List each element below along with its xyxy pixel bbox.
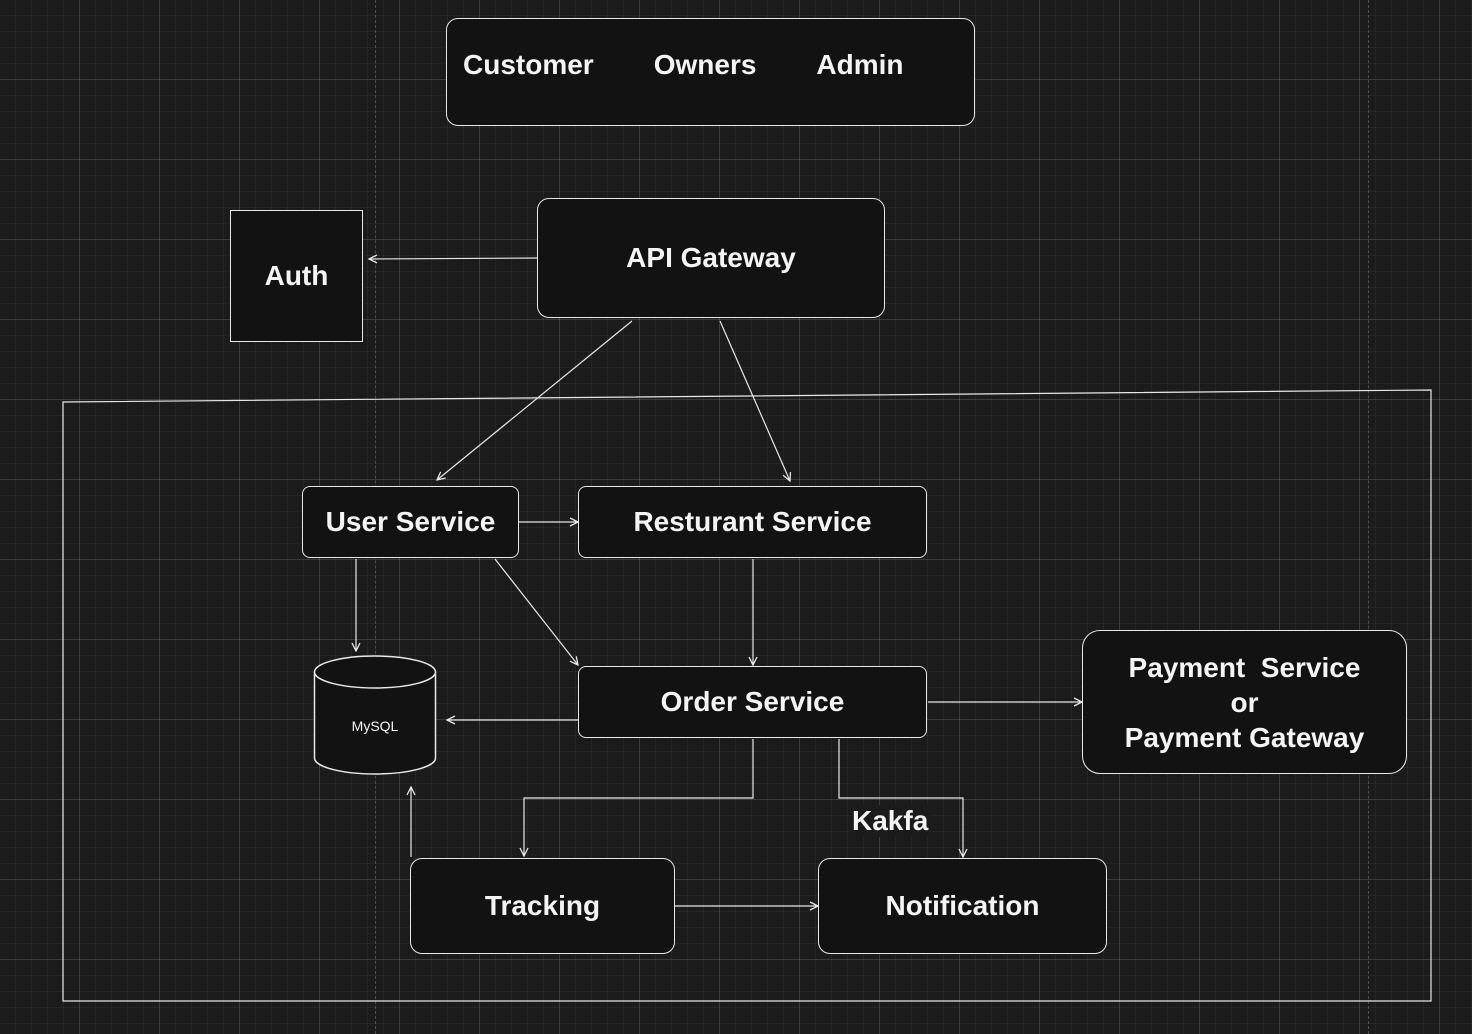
client-customer: Customer: [463, 49, 594, 80]
client-owners: Owners: [653, 49, 757, 80]
user-service-box[interactable]: User Service: [302, 486, 519, 558]
payment-service-line1: Payment Service: [1128, 651, 1361, 683]
database-cylinder-icon: [313, 655, 437, 775]
api-gateway-label: API Gateway: [626, 242, 796, 273]
edge-order-to-tracking: [524, 739, 754, 856]
auth-box[interactable]: Auth: [230, 210, 363, 342]
guide-line-right: [1368, 0, 1369, 1034]
payment-service-line2: or: [1230, 686, 1259, 718]
notification-box[interactable]: Notification: [818, 858, 1107, 954]
api-gateway-box[interactable]: API Gateway: [537, 198, 885, 318]
edge-user-to-order: [494, 558, 578, 665]
payment-service-line3: Payment Gateway: [1124, 721, 1365, 753]
tracking-box[interactable]: Tracking: [410, 858, 675, 954]
edge-gateway-to-restaurant-service: [719, 320, 790, 481]
edge-gateway-to-auth: [369, 258, 538, 259]
notification-label: Notification: [885, 890, 1040, 921]
mysql-database[interactable]: MySQL: [313, 654, 437, 776]
client-admin: Admin: [816, 49, 904, 80]
edge-order-to-notification: [838, 739, 963, 857]
mysql-label: MySQL: [351, 718, 399, 734]
tracking-label: Tracking: [484, 890, 601, 921]
clients-box[interactable]: Customer Owners Admin: [446, 18, 975, 126]
restaurant-service-box[interactable]: Resturant Service: [578, 486, 927, 558]
edge-gateway-to-user-service: [437, 320, 633, 480]
order-service-label: Order Service: [660, 686, 845, 717]
kafka-edge-label: Kakfa: [850, 805, 931, 837]
user-service-label: User Service: [325, 506, 496, 537]
payment-service-box[interactable]: Payment Service or Payment Gateway: [1082, 630, 1407, 774]
auth-label: Auth: [264, 260, 329, 291]
restaurant-service-label: Resturant Service: [633, 506, 872, 537]
order-service-box[interactable]: Order Service: [578, 666, 927, 738]
